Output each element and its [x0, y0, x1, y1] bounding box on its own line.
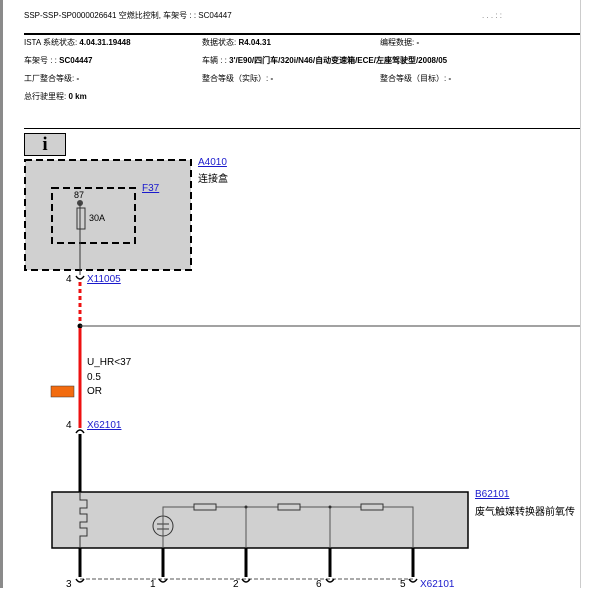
x11005-pin: 4 [66, 274, 72, 285]
wire-size: 0.5 [87, 372, 101, 383]
heater-icon [79, 492, 88, 548]
resistor-icon [360, 503, 384, 511]
wire-color: OR [87, 386, 102, 397]
factory-level: 工厂整合等级: - [24, 74, 80, 83]
resistor-icon [277, 503, 301, 511]
pin-label: 1 [150, 579, 156, 590]
header-divider [24, 33, 580, 35]
pin-label: 3 [66, 579, 72, 590]
diagram-divider [24, 128, 580, 129]
info-button[interactable]: i [24, 133, 66, 156]
a4010-link[interactable]: A4010 [198, 157, 227, 168]
f37-link[interactable]: F37 [142, 183, 160, 194]
x62101-link[interactable]: X62101 [87, 420, 122, 431]
bottom-connector-link[interactable]: X62101 [420, 579, 455, 590]
target-level: 整合等级（目标）: - [380, 74, 452, 83]
mileage: 总行驶里程: 0 km [24, 92, 87, 101]
b62101-name: 废气触媒转换器前氧传 [475, 507, 575, 518]
connector-x62101-icon [75, 429, 85, 434]
pin-label: 5 [400, 579, 406, 590]
resistor-icon [193, 503, 217, 511]
page-border-right [580, 0, 601, 588]
vin: 车架号 : : SC04447 [24, 56, 93, 65]
programming-data: 编程数据: - [380, 38, 420, 47]
connector-x11005-icon [75, 275, 85, 280]
actual-level: 整合等级（实际）: - [202, 74, 274, 83]
data-status: 数据状态: R4.04.31 [202, 38, 271, 47]
b62101-link[interactable]: B62101 [475, 489, 510, 500]
page-title: SSP-SSP-SP0000026641 空燃比控制, 车架号 : : SC04… [24, 11, 232, 20]
x11005-link[interactable]: X11005 [87, 274, 121, 285]
fuse-icon [76, 207, 86, 230]
vehicle: 车辆 : : 3'/E90/四门车/320i/N46/自动变速箱/ECE/左座驾… [202, 56, 448, 65]
ista-status: ISTA 系统状态: 4.04.31.19448 [24, 38, 131, 47]
b62101-box [51, 491, 469, 549]
pin-label: 6 [316, 579, 322, 590]
wire-signal: U_HR<37 [87, 357, 132, 368]
wire-color-swatch [50, 385, 75, 398]
bottom-wires [78, 548, 415, 577]
page-border-left [0, 0, 3, 588]
bottom-connector-icons [75, 578, 418, 583]
x62101-top-pin: 4 [66, 420, 72, 431]
fuse-pin: 87 [74, 190, 85, 200]
a4010-name: 连接盒 [198, 174, 228, 185]
pin-label: 2 [233, 579, 239, 590]
a4010-box [24, 159, 192, 271]
fuse-rating: 30A [89, 213, 106, 223]
header-marks: . . . : : [482, 11, 503, 20]
f37-box [51, 187, 136, 244]
